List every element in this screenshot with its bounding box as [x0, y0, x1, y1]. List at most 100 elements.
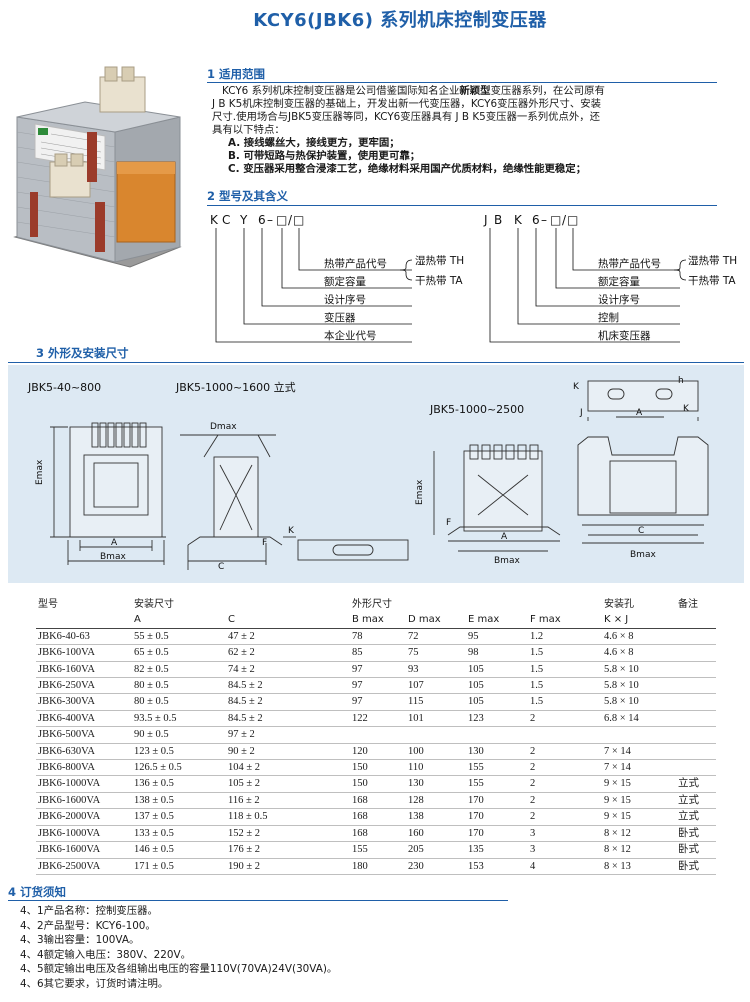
code-char: – — [267, 213, 273, 227]
table-cell: 97 — [350, 677, 406, 695]
table-cell — [676, 628, 716, 646]
drawing-jbk5-1000-2500-front — [433, 444, 561, 552]
table-cell: 160 — [406, 825, 466, 843]
dim-label: Emax — [415, 479, 425, 505]
code-label: 热带产品代号 — [598, 257, 661, 270]
table-cell: 8 × 12 — [602, 841, 676, 859]
section3-heading: 3 外形及安装尺寸 — [36, 346, 129, 360]
table-cell: 93 — [406, 661, 466, 679]
table-cell — [602, 726, 676, 744]
table-cell — [676, 743, 716, 761]
table-cell: 5.8 × 10 — [602, 693, 676, 711]
table-cell — [676, 661, 716, 679]
drawing-jbk5-1000-2500-side — [577, 436, 709, 544]
code-char: □ — [550, 213, 561, 227]
table-cell: JBK6-100VA — [36, 644, 132, 662]
code-brace-label: 湿热带 TH — [688, 254, 737, 267]
code-label: 变压器 — [324, 311, 356, 324]
table-cell: 155 — [350, 841, 406, 859]
table-cell: JBK6-160VA — [36, 661, 132, 679]
table-cell: JBK6-40-63 — [36, 628, 132, 646]
order-note-line: 4、1产品名称：控制变压器。 — [20, 905, 158, 917]
section4-rule — [8, 900, 508, 901]
table-cell: JBK6-2000VA — [36, 808, 132, 826]
table-cell: 122 — [350, 710, 406, 728]
table-cell: 168 — [350, 792, 406, 810]
table-cell: JBK6-300VA — [36, 693, 132, 711]
table-cell: JBK6-500VA — [36, 726, 132, 744]
code-label: 控制 — [598, 311, 619, 324]
table-cell: 75 — [406, 644, 466, 662]
section1-rule — [207, 82, 717, 83]
table-cell: 130 — [406, 775, 466, 793]
table-cell: 97 — [350, 661, 406, 679]
section1-line: 具有以下特点： — [212, 124, 285, 136]
code-label: 设计序号 — [598, 293, 640, 306]
section1-feature-b: B. 可带短路与热保护装置，使用更可靠； — [228, 150, 421, 162]
section2-rule — [207, 205, 717, 206]
table-cell: 137 ± 0.5 — [132, 808, 226, 826]
table-cell: 118 ± 0.5 — [226, 808, 350, 826]
table-cell: 2 — [528, 743, 602, 761]
code-char: B — [494, 213, 502, 227]
table-cell: 2 — [528, 775, 602, 793]
table-sub-header-row: A C B max D max E max F max K × J — [36, 612, 716, 629]
product-photo — [5, 62, 197, 282]
sub-header: D max — [406, 612, 466, 629]
dim-label: Emax — [35, 459, 45, 485]
table-cell: 1.5 — [528, 644, 602, 662]
table-cell: 1.5 — [528, 661, 602, 679]
table-cell: 120 — [350, 743, 406, 761]
drawing-mounting-hole-detail — [587, 380, 699, 421]
table-cell: 90 ± 0.5 — [132, 726, 226, 744]
code-char: / — [288, 213, 293, 227]
table-cell: 190 ± 2 — [226, 858, 350, 875]
table-cell: 9 × 15 — [602, 808, 676, 826]
table-cell: 1.5 — [528, 677, 602, 695]
col-outline-header: 外形尺寸 — [352, 599, 392, 610]
table-cell: JBK6-1000VA — [36, 825, 132, 843]
col-model-header: 型号 — [38, 599, 58, 610]
table-cell: 130 — [466, 743, 528, 761]
dim-label: Dmax — [210, 422, 237, 432]
section1-line: 尺寸.使用场合与JBK5变压器等同，KCY6变压器具有 J B K5变压器一系列… — [212, 111, 601, 123]
table-cell — [350, 726, 406, 744]
table-cell — [676, 644, 716, 662]
table-cell: 176 ± 2 — [226, 841, 350, 859]
table-cell: 230 — [406, 858, 466, 875]
dim-label: A — [501, 532, 508, 542]
table-cell: 5.8 × 10 — [602, 677, 676, 695]
code-char: □ — [567, 213, 578, 227]
table-cell: 115 — [406, 693, 466, 711]
dim-label: Bmax — [494, 556, 520, 566]
sub-header: F max — [528, 612, 602, 629]
table-cell: 104 ± 2 — [226, 759, 350, 777]
table-cell: 170 — [466, 792, 528, 810]
section2-heading: 2 型号及其含义 — [207, 189, 289, 203]
page-title: KCY6(JBK6) 系列机床控制变压器 — [253, 10, 547, 31]
table-cell: 8 × 12 — [602, 825, 676, 843]
table-cell — [676, 693, 716, 711]
table-cell: 卧式 — [676, 858, 716, 875]
order-note-line: 4、3输出容量：100VA。 — [20, 934, 140, 947]
table-cell: 65 ± 0.5 — [132, 644, 226, 662]
table-cell: 2 — [528, 808, 602, 826]
table-cell: 155 — [466, 759, 528, 777]
table-cell: 126.5 ± 0.5 — [132, 759, 226, 777]
table-cell: 5.8 × 10 — [602, 661, 676, 679]
table-cell — [676, 677, 716, 695]
table-cell: 4.6 × 8 — [602, 628, 676, 646]
table-cell: 84.5 ± 2 — [226, 710, 350, 728]
sub-header: C — [226, 612, 350, 629]
dim-label: K — [683, 404, 690, 414]
table-cell: 74 ± 2 — [226, 661, 350, 679]
table-cell: 146 ± 0.5 — [132, 841, 226, 859]
table-cell: 78 — [350, 628, 406, 646]
